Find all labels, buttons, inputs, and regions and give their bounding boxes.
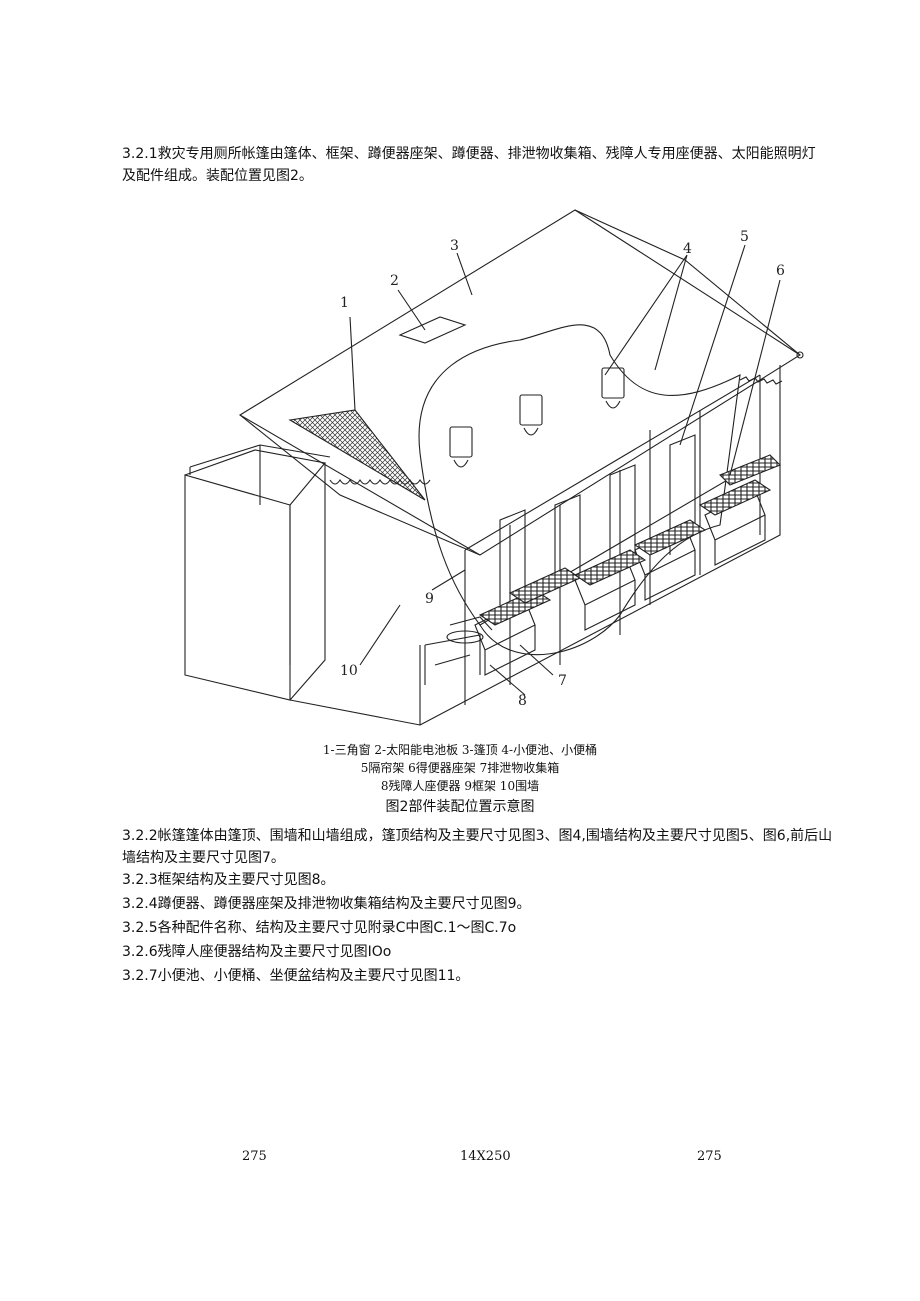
callout-9: 9 xyxy=(425,591,434,607)
callout-2: 2 xyxy=(390,273,399,289)
section-3-2-3: 3.2.3框架结构及主要尺寸见图8。 xyxy=(122,872,335,888)
tent-drawing: 1 2 3 4 5 6 7 8 9 10 xyxy=(184,209,804,726)
dimension-right: 275 xyxy=(697,1149,722,1164)
section-3-2-7: 3.2.7小便池、小便桶、坐便盆结构及主要尺寸见图11。 xyxy=(122,968,470,984)
intro-paragraph: 3.2.1救灾专用厕所帐篷由篷体、框架、蹲便器座架、蹲便器、排泄物收集箱、残障人… xyxy=(122,146,816,184)
callout-4: 4 xyxy=(683,241,692,257)
section-3-2-2: 3.2.2帐篷篷体由篷顶、围墙和山墙组成，篷顶结构及主要尺寸见图3、图4,围墙结… xyxy=(122,828,833,866)
dimension-middle: 14X250 xyxy=(460,1149,511,1164)
section-3-2-6: 3.2.6残障人座便器结构及主要尺寸见图IOo xyxy=(122,944,392,960)
callout-3: 3 xyxy=(450,238,459,254)
legend-line-1: 1-三角窗 2-太阳能电池板 3-篷顶 4-小便池、小便桶 xyxy=(322,743,598,757)
legend-line-3: 8残障人座便器 9框架 10围墙 xyxy=(380,779,540,793)
section-3-2-5: 3.2.5各种配件名称、结构及主要尺寸见附录C中图C.1〜图C.7o xyxy=(122,920,517,936)
callout-10: 10 xyxy=(340,663,358,679)
callout-7: 7 xyxy=(558,673,567,689)
callout-5: 5 xyxy=(740,229,749,245)
dimension-left: 275 xyxy=(242,1149,267,1164)
callout-1: 1 xyxy=(340,295,349,311)
section-3-2-4: 3.2.4蹲便器、蹲便器座架及排泄物收集箱结构及主要尺寸见图9。 xyxy=(122,896,531,912)
figure-caption: 图2部件装配位置示意图 xyxy=(385,799,535,815)
callout-6: 6 xyxy=(776,263,785,279)
legend-line-2: 5隔帘架 6得便器座架 7排泄物收集箱 xyxy=(360,761,560,775)
assembly-figure: 1 2 3 4 5 6 7 8 9 10 xyxy=(180,205,820,735)
callout-8: 8 xyxy=(518,693,527,709)
